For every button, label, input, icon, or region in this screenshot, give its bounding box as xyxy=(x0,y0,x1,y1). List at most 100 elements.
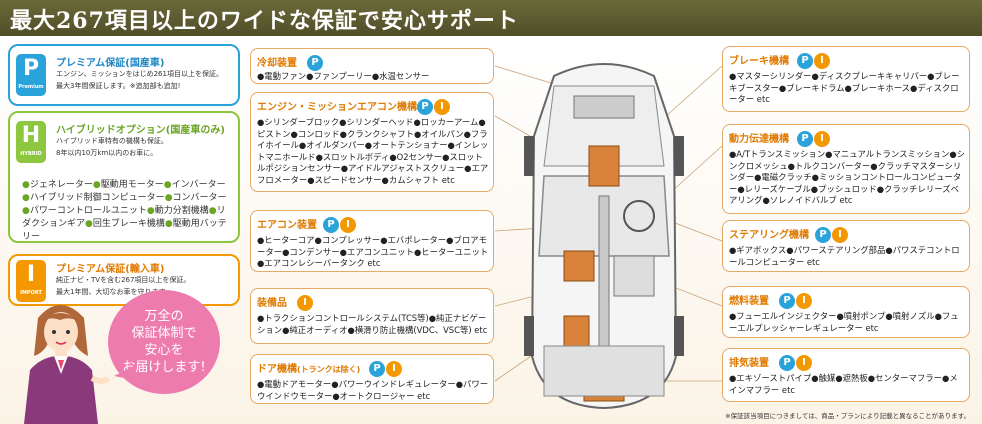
feature-brake-title: ブレーキ機構 xyxy=(729,56,789,67)
hybrid-plan-card: H HYBRID ハイブリッドオプション(国産車のみ) ハイブリッド車特有の機構… xyxy=(8,111,240,243)
speech-bubble-tail xyxy=(114,366,134,380)
speech-line1: 万全の xyxy=(144,309,184,324)
feature-drivetrain-title: 動力伝達機構 xyxy=(729,134,789,145)
hybrid-badge-sub: HYBRID xyxy=(20,151,42,157)
hybrid-item: ●コンバーター xyxy=(164,193,227,203)
import-icon: I xyxy=(297,294,313,311)
premium-badge-sub: Premium xyxy=(18,84,44,90)
premium-badge-icon: P Premium xyxy=(16,54,46,96)
hybrid-item: ●駆動用バッテリー xyxy=(22,219,227,242)
hybrid-item: ●回生ブレーキ機構 xyxy=(85,219,165,229)
car-cutaway-illustration xyxy=(524,63,684,410)
import-plan-card: I IMPORT プレミアム保証(輸入車) 純正ナビ・TVを含む267項目以上を… xyxy=(8,254,240,306)
hybrid-item-list: ●ジェネレーター●駆動用モーター●インバーター●ハイブリッド制御コンピューター●… xyxy=(22,179,230,244)
feature-cooling-title: 冷却装置 xyxy=(257,58,297,69)
import-plan-title: プレミアム保証(輸入車) xyxy=(56,264,165,275)
hybrid-item: ●ハイブリッド制御コンピューター xyxy=(22,193,165,203)
feature-door-text: ●電動ドアモーター●パワーウインドレギュレーター●パワーウインドウモーター●オー… xyxy=(257,379,489,401)
premium-plan-card: P Premium プレミアム保証(国産車) エンジン、ミッションをはじめ261… xyxy=(8,44,240,106)
feature-brake-text: ●マスターシリンダー●ディスクブレーキキャリパー●ブレーキブースター●ブレーキド… xyxy=(729,71,960,105)
import-badge-letter: I xyxy=(26,262,36,287)
premium-badge-letter: P xyxy=(22,56,40,81)
import-icon: I xyxy=(814,52,830,69)
feature-engine-text: ●シリンダーブロック●シリンダーヘッド●ロッカーアーム●ピストン●コンロッド●ク… xyxy=(257,117,489,185)
footnote: ※保証該当項目につきましては、商品・プランにより記載と異なることがあります。 xyxy=(725,412,970,420)
feature-cooling: 冷却装置 P ●電動ファン●ファンプーリー●水温センサー xyxy=(250,48,494,84)
feature-aircon-title: エアコン装置 xyxy=(257,220,317,231)
hybrid-item: ●リダクションギア xyxy=(22,206,226,229)
import-icon: I xyxy=(814,130,830,147)
speech-line3: 安心を xyxy=(144,343,184,358)
premium-plan-title: プレミアム保証(国産車) xyxy=(56,58,165,69)
premium-icon: P xyxy=(779,354,795,371)
page-title: 最大267項目以上のワイドな保証で安心サポート xyxy=(10,8,519,34)
import-icon: I xyxy=(340,216,356,233)
hybrid-item: ●動力分割機構 xyxy=(146,206,209,216)
premium-icon: P xyxy=(369,360,385,377)
hybrid-item: ●ジェネレーター xyxy=(22,180,93,190)
import-badge-icon: I IMPORT xyxy=(16,260,46,302)
speech-bubble: 万全の 保証体制で 安心を お届けします! xyxy=(108,290,220,394)
feature-engine-title: エンジン・ミッションエアコン機構 xyxy=(257,102,417,113)
premium-icon: P xyxy=(797,130,813,147)
feature-exhaust-text: ●エキゾーストパイプ●触媒●遮熱板●センターマフラー●メインマフラー etc xyxy=(729,373,958,395)
hybrid-desc-line2: 8年以内10万km以内のお車に。 xyxy=(56,149,158,157)
feature-fuel-title: 燃料装置 xyxy=(729,296,769,307)
feature-equipment: 装備品 I ●トラクションコントロールシステム(TCS等)●純正ナビゲーション●… xyxy=(250,288,494,344)
staff-illustration-icon xyxy=(24,305,110,424)
premium-desc-line2: 最大3年間保証します。※追加部も追加! xyxy=(56,82,181,90)
hybrid-item: ●パワーコントロールユニット xyxy=(22,206,147,216)
import-badge-sub: IMPORT xyxy=(20,290,42,296)
import-desc-line2: 最大1年間、大切なお車を守ります。 xyxy=(56,288,172,296)
premium-plan-desc: エンジン、ミッションをはじめ261項目以上を保証。 最大3年間保証します。※追加… xyxy=(56,68,232,92)
feature-steering-text: ●ギアボックス●パワーステアリング部品●パワステコントロールコンピューター et… xyxy=(729,245,960,267)
feature-drivetrain-text: ●A/Tトランスミッション●マニュアルトランスミッション●シンクロメッシュ●トル… xyxy=(729,149,966,206)
premium-desc-line1: エンジン、ミッションをはじめ261項目以上を保証。 xyxy=(56,70,223,78)
hybrid-badge-letter: H xyxy=(21,123,41,148)
premium-icon: P xyxy=(815,226,831,243)
premium-icon: P xyxy=(307,54,323,71)
feature-aircon-text: ●ヒーターコア●コンプレッサー●エバポレーター●ブロアモーター●コンデンサー●エ… xyxy=(257,235,489,269)
hybrid-plan-desc: ハイブリッド車特有の機構も保証。 8年以内10万km以内のお車に。 xyxy=(56,135,232,159)
import-icon: I xyxy=(386,360,402,377)
premium-icon: P xyxy=(323,216,339,233)
premium-icon: P xyxy=(779,292,795,309)
premium-icon: P xyxy=(417,98,433,115)
feature-door-subtitle: (トランクは除く) xyxy=(297,365,361,374)
import-icon: I xyxy=(434,98,450,115)
feature-steering-title: ステアリング機構 xyxy=(729,230,809,241)
hybrid-badge-icon: H HYBRID xyxy=(16,121,46,163)
hybrid-plan-title: ハイブリッドオプション(国産車のみ) xyxy=(56,125,225,136)
import-icon: I xyxy=(796,354,812,371)
speech-line4: お届けします! xyxy=(122,360,206,375)
import-desc-line1: 純正ナビ・TVを含む267項目以上を保証。 xyxy=(56,276,191,284)
premium-icon: P xyxy=(797,52,813,69)
header-bar: 最大267項目以上のワイドな保証で安心サポート xyxy=(0,0,982,36)
import-icon: I xyxy=(796,292,812,309)
feature-equipment-icons: I xyxy=(297,292,314,311)
hybrid-item: ●インバーター xyxy=(163,180,226,190)
hybrid-item: ●駆動用モーター xyxy=(92,180,164,190)
feature-equipment-title: 装備品 xyxy=(257,298,287,309)
feature-door-title: ドア機構(トランクは除く) xyxy=(257,360,360,375)
main-panel: P Premium プレミアム保証(国産車) エンジン、ミッションをはじめ261… xyxy=(0,36,982,424)
feature-equipment-text: ●トラクションコントロールシステム(TCS等)●純正ナビゲーション●純正オーディ… xyxy=(257,313,488,335)
hybrid-desc-line1: ハイブリッド車特有の機構も保証。 xyxy=(56,137,168,145)
feature-cooling-icons: P xyxy=(307,52,324,71)
feature-fuel-text: ●フューエルインジェクター●噴射ポンプ●噴射ノズル●フューエルプレッシャーレギュ… xyxy=(729,311,959,333)
